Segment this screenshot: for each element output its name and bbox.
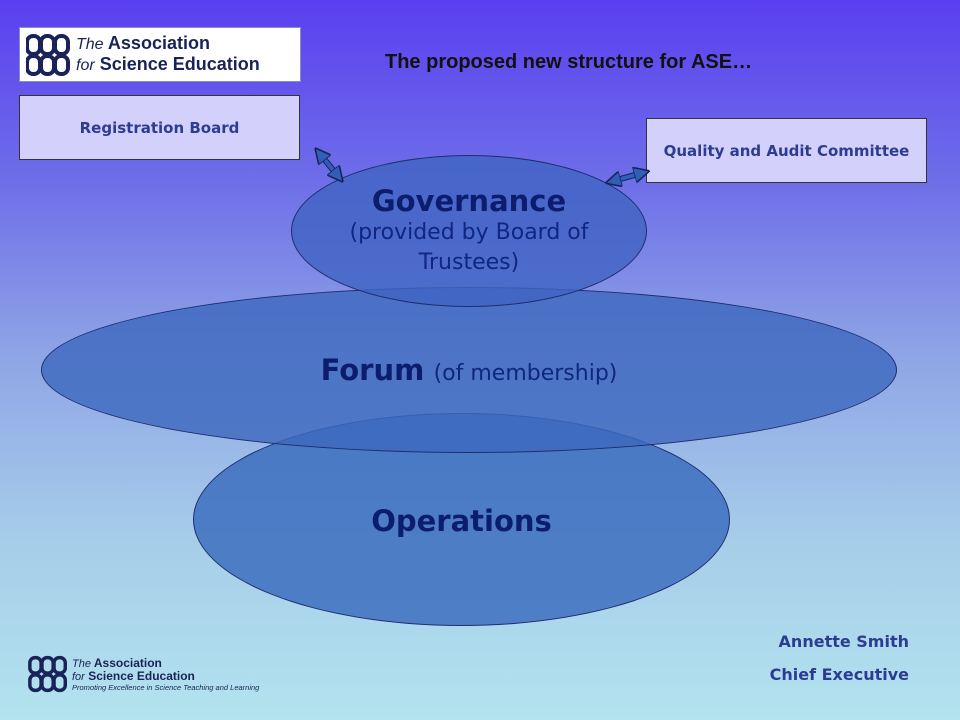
registration-arrow-outline: [317, 152, 341, 178]
footer-logo-science-education: Science Education: [88, 669, 195, 683]
logo-line2: for Science Education: [76, 54, 260, 75]
registration-board-box: Registration Board: [19, 95, 300, 160]
operations-title: Operations: [371, 504, 552, 538]
ase-logo: The Association for Science Education: [19, 27, 301, 82]
footer-logo-line1: The Association: [72, 656, 162, 670]
signature-name: Annette Smith: [778, 632, 909, 651]
governance-title: Governance: [371, 184, 567, 218]
governance-subtitle: (provided by Board of Trustees): [349, 220, 589, 275]
logo-the: The: [76, 36, 104, 53]
footer-logo-the: The: [72, 658, 91, 670]
ase-footer-logo: The Association for Science Education Pr…: [28, 655, 288, 695]
quality-arrow-outline: [612, 170, 643, 184]
footer-logo-for: for: [72, 671, 85, 683]
quality-arrow: [613, 173, 642, 181]
signature-role: Chief Executive: [769, 665, 909, 684]
forum-title: Forum: [320, 353, 425, 387]
ase-logo-icon: [28, 655, 67, 693]
footer-logo-tagline: Promoting Excellence in Science Teaching…: [72, 683, 260, 692]
quality-committee-box: Quality and Audit Committee: [646, 118, 927, 183]
footer-logo-line2: for Science Education: [72, 669, 195, 683]
forum-ellipse: [41, 287, 897, 453]
page-title: The proposed new structure for ASE…: [385, 51, 753, 73]
forum-subtitle: (of membership): [433, 361, 618, 386]
ase-logo-icon: [26, 34, 70, 76]
governance-ellipse: [291, 155, 647, 307]
registration-arrow: [320, 154, 338, 176]
logo-association: Association: [107, 33, 210, 53]
logo-line1: The Association: [76, 33, 210, 54]
logo-science-education: Science Education: [99, 54, 260, 74]
logo-for: for: [76, 57, 95, 74]
governance-label: Governance (provided by Board of Trustee…: [291, 184, 647, 278]
forum-label: Forum (of membership): [41, 352, 897, 392]
footer-logo-association: Association: [93, 656, 162, 670]
